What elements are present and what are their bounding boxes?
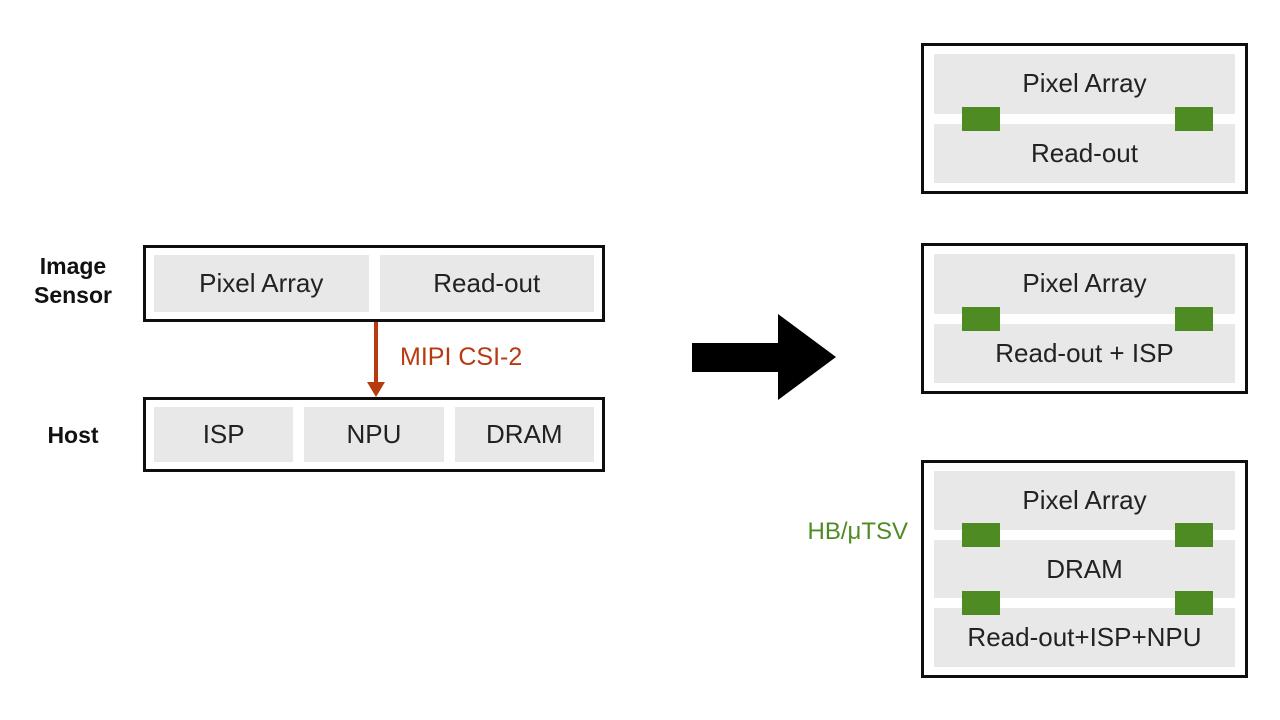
bond-pad-icon xyxy=(962,306,1000,331)
block-dram: DRAM xyxy=(454,407,594,462)
block-npu: NPU xyxy=(304,407,444,462)
mipi-csi2-label: MIPI CSI-2 xyxy=(400,343,523,371)
block-isp: ISP xyxy=(154,407,294,462)
block-read-out: Read-out xyxy=(379,255,594,312)
stack1-layer-read-out: Read-out xyxy=(934,123,1235,183)
transform-arrow-icon xyxy=(778,314,836,400)
bond-pad-icon xyxy=(962,522,1000,547)
stack3-bond-interface-2 xyxy=(934,591,1235,616)
stack1-bond-interface xyxy=(934,106,1235,131)
host-chip: ISP NPU DRAM xyxy=(143,397,605,472)
block-pixel-array: Pixel Array xyxy=(154,255,369,312)
stack2-layer-read-out-isp: Read-out + ISP xyxy=(934,323,1235,383)
stack3-bond-interface-1 xyxy=(934,522,1235,547)
stack3-layer-dram: DRAM xyxy=(934,539,1235,599)
bond-pad-icon xyxy=(1175,591,1213,616)
bond-pad-icon xyxy=(1175,522,1213,547)
mipi-arrow-line xyxy=(374,322,378,384)
image-sensor-label: Image Sensor xyxy=(34,253,112,309)
stack3-layer-read-out-isp-npu: Read-out+ISP+NPU xyxy=(934,608,1235,668)
stacked-sensor-3layer: Pixel Array DRAM Read-out+ISP+NPU xyxy=(921,460,1248,678)
bond-pad-icon xyxy=(1175,106,1213,131)
bond-pad-icon xyxy=(962,591,1000,616)
stack3-layer-pixel-array: Pixel Array xyxy=(934,471,1235,530)
transform-arrow-shaft xyxy=(692,343,779,372)
host-label: Host xyxy=(47,422,99,448)
stack2-layer-pixel-array: Pixel Array xyxy=(934,254,1235,314)
image-sensor-chip: Pixel Array Read-out xyxy=(143,245,605,322)
stacked-sensor-2layer-isp: Pixel Array Read-out + ISP xyxy=(921,243,1248,394)
mipi-arrow-head-icon xyxy=(367,382,385,397)
hb-utsv-label: HB/μTSV xyxy=(807,518,908,545)
stack2-bond-interface xyxy=(934,306,1235,331)
stacked-sensor-2layer: Pixel Array Read-out xyxy=(921,43,1248,194)
bond-pad-icon xyxy=(1175,306,1213,331)
bond-pad-icon xyxy=(962,106,1000,131)
stack1-layer-pixel-array: Pixel Array xyxy=(934,54,1235,114)
